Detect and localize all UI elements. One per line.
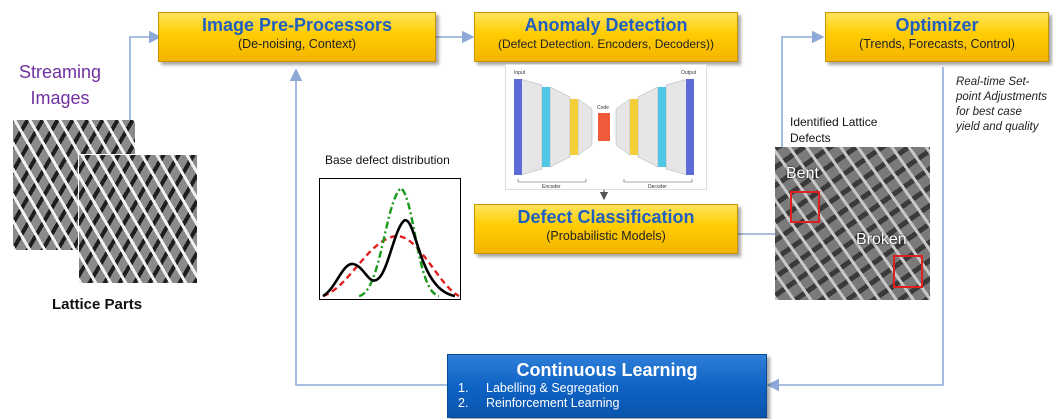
anomaly-detection-box: Anomaly Detection (Defect Detection. Enc… (474, 12, 738, 62)
image-preprocessors-subtitle: (De-noising, Context) (237, 37, 357, 51)
broken-defect-marker (893, 255, 923, 288)
arrow-learning-to-preprocessors (289, 68, 448, 386)
defect-lattice-image (775, 147, 930, 300)
distribution-plot (319, 178, 461, 300)
base-defect-distribution-label: Base defect distribution (325, 153, 450, 167)
learning-item-label: Reinforcement Learning (486, 396, 620, 410)
ae-input-label: Input (514, 70, 526, 76)
learning-item-number: 2. (458, 396, 469, 410)
learning-item: 1. Labelling & Segregation (458, 381, 766, 396)
anomaly-detection-subtitle: (Defect Detection. Encoders, Decoders)) (497, 37, 715, 51)
anomaly-detection-title: Anomaly Detection (524, 15, 688, 35)
streaming-images-label: Streaming Images (18, 62, 102, 108)
ae-output-label: Output (681, 70, 697, 76)
arrow-input-to-preprocessors (129, 30, 162, 120)
ae-code-label: Code (597, 105, 609, 111)
code-layer (598, 113, 610, 141)
autoencoder-diagram: Input Code Output Encoder Decoder (505, 64, 707, 190)
image-preprocessors-box: Image Pre-Processors (De-noising, Contex… (158, 12, 436, 62)
identified-lattice-defects-label: Identified Lattice Defects (790, 115, 878, 145)
optimizer-title: Optimizer (895, 15, 979, 35)
bent-defect-marker (790, 191, 820, 223)
lattice-image-front (79, 155, 197, 283)
arrow-classification-to-optimizer (737, 30, 825, 235)
lattice-parts-caption: Lattice Parts (52, 296, 143, 313)
continuous-learning-box: Continuous Learning 1. Labelling & Segreg… (447, 354, 767, 418)
input-layer (514, 79, 522, 175)
learning-item-number: 1. (458, 381, 469, 395)
image-preprocessors-title: Image Pre-Processors (201, 15, 393, 35)
defect-classification-subtitle: (Probabilistic Models) (546, 229, 666, 243)
learning-item-label: Labelling & Segregation (486, 381, 619, 395)
optimizer-box: Optimizer (Trends, Forecasts, Control) (825, 12, 1049, 62)
output-layer (686, 79, 694, 175)
ae-encoder-label: Encoder (542, 184, 561, 190)
ae-decoder-label: Decoder (648, 184, 667, 190)
setpoint-note: Real-time Set-point Adjustments for best… (956, 76, 1047, 133)
learning-item: 2. Reinforcement Learning (458, 396, 766, 411)
arrow-optimizer-to-learning (766, 67, 944, 392)
optimizer-subtitle: (Trends, Forecasts, Control) (859, 37, 1015, 51)
black-curve (322, 218, 456, 298)
broken-label: Broken (856, 231, 907, 248)
defect-classification-box: Defect Classification (Probabilistic Mod… (474, 204, 738, 254)
defect-classification-title: Defect Classification (517, 207, 695, 227)
green-dashdot-curve (358, 186, 440, 298)
bent-label: Bent (786, 165, 819, 182)
continuous-learning-title: Continuous Learning (516, 360, 698, 380)
